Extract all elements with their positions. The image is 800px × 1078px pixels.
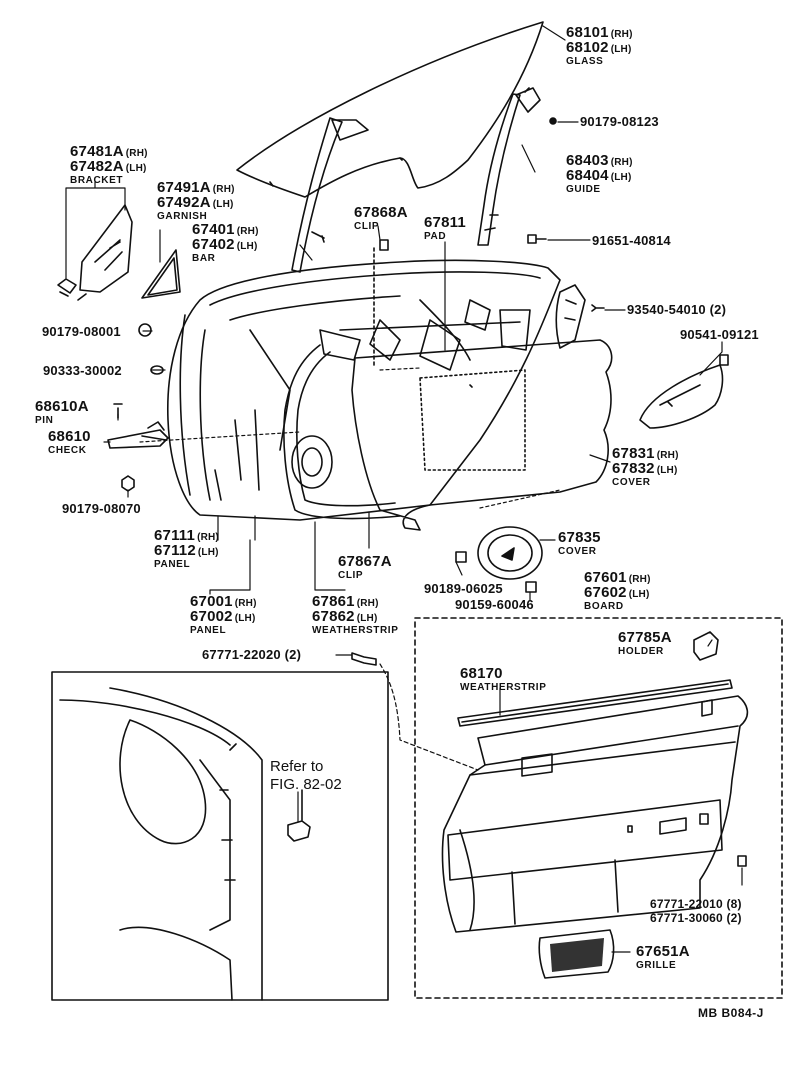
label-bar: 67401(RH) 67402(LH) BAR bbox=[192, 221, 259, 264]
nut-90179-08070 bbox=[121, 475, 135, 492]
label-90333-30002: 90333-30002 bbox=[43, 363, 122, 378]
label-cover-67835: 67835 COVER bbox=[558, 529, 601, 557]
label-91651-40814: 91651-40814 bbox=[592, 233, 671, 248]
label-glass: 68101(RH) 68102(LH) GLASS bbox=[566, 24, 633, 67]
service-hole-cover bbox=[351, 339, 613, 531]
leader-lines bbox=[65, 25, 743, 953]
label-90541-09121: 90541-09121 bbox=[680, 327, 759, 342]
handle-bezel bbox=[639, 364, 724, 429]
label-bracket: 67481A(RH) 67482A(LH) BRACKET bbox=[70, 143, 148, 186]
label-grille: 67651A GRILLE bbox=[636, 943, 690, 971]
door-trim-board bbox=[441, 695, 749, 933]
board-group-box bbox=[414, 617, 783, 999]
reference-note: Refer to FIG. 82-02 bbox=[270, 758, 342, 794]
label-cover-67831: 67831(RH) 67832(LH) COVER bbox=[612, 445, 679, 488]
label-holder: 67785A HOLDER bbox=[618, 629, 672, 657]
speaker-opening bbox=[291, 435, 333, 489]
label-pad: 67811 PAD bbox=[424, 214, 466, 242]
label-clip-67867a: 67867A CLIP bbox=[338, 553, 392, 581]
belt-weatherstrip bbox=[457, 679, 733, 727]
label-weatherstrip-68170: 68170 WEATHERSTRIP bbox=[460, 665, 547, 693]
reference-line-2: FIG. 82-02 bbox=[270, 776, 342, 793]
garnish-triangle bbox=[141, 249, 181, 299]
door-glass bbox=[236, 21, 544, 198]
label-panel-67111: 67111(RH) 67112(LH) PANEL bbox=[154, 527, 219, 570]
speaker-grille bbox=[538, 929, 615, 979]
door-weatherstrip-loop bbox=[283, 321, 521, 520]
label-90179-08123: 90179-08123 bbox=[580, 114, 659, 129]
label-90159-60046: 90159-60046 bbox=[455, 597, 534, 612]
holder-part bbox=[693, 631, 719, 661]
label-90179-08070: 90179-08070 bbox=[62, 501, 141, 516]
label-weatherstrip-67861: 67861(RH) 67862(LH) WEATHERSTRIP bbox=[312, 593, 399, 636]
fastener-symbols bbox=[138, 117, 729, 666]
label-garnish: 67491A(RH) 67492A(LH) GARNISH bbox=[157, 179, 235, 222]
reference-line-1: Refer to bbox=[270, 758, 324, 775]
label-90179-08001: 90179-08001 bbox=[42, 324, 121, 339]
division-bar bbox=[291, 117, 369, 273]
label-93540-54010: 93540-54010 (2) bbox=[627, 302, 727, 317]
guide-channel bbox=[477, 87, 541, 246]
label-check: 68610 CHECK bbox=[48, 428, 91, 456]
label-67771-22020: 67771-22020 (2) bbox=[202, 647, 302, 662]
label-90189-06025: 90189-06025 bbox=[424, 581, 503, 596]
label-board: 67601(RH) 67602(LH) BOARD bbox=[584, 569, 651, 612]
figure-code: MB B084-J bbox=[698, 1006, 764, 1020]
speaker-cover bbox=[477, 526, 543, 580]
label-67771-22010: 67771-22010 (8) 67771-30060 (2) bbox=[650, 897, 742, 925]
inside-handle-bracket bbox=[555, 284, 586, 349]
label-guide: 68403(RH) 68404(LH) GUIDE bbox=[566, 152, 633, 195]
inset-box bbox=[51, 671, 389, 1001]
mirror-bracket bbox=[57, 204, 133, 301]
outer-door-panel bbox=[166, 259, 561, 521]
label-pin: 68610A PIN bbox=[35, 398, 89, 426]
label-panel-67001: 67001(RH) 67002(LH) PANEL bbox=[190, 593, 257, 636]
label-clip-67868a: 67868A CLIP bbox=[354, 204, 408, 232]
door-check bbox=[107, 403, 169, 449]
